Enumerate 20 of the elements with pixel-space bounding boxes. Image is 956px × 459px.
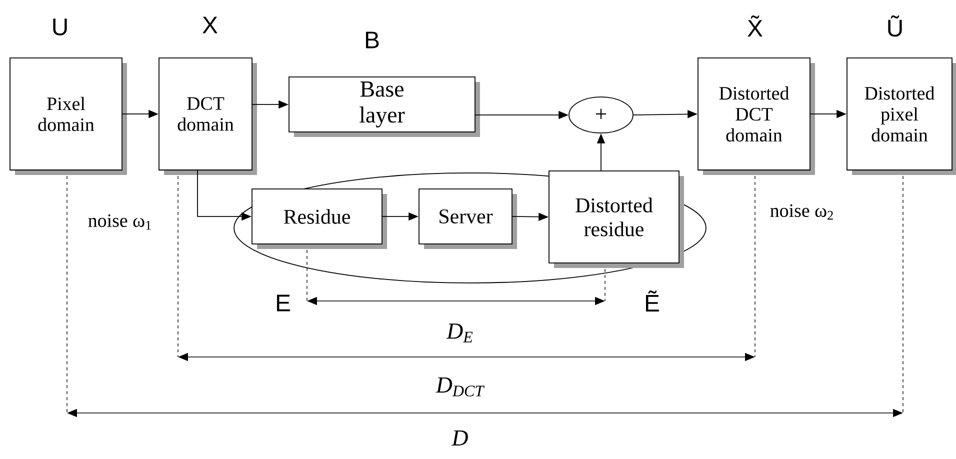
process-box: Pixel domain — [10, 58, 127, 175]
variable-label: Ũ — [888, 15, 902, 37]
process-box: Distorted DCT domain — [698, 58, 815, 175]
process-box: Base layer — [288, 76, 480, 137]
process-box: Residue — [252, 188, 387, 249]
variable-label: Ẽ — [646, 290, 659, 312]
process-box: DCT domain — [158, 58, 257, 175]
noise-label: noise ω$_{1}$ — [88, 214, 151, 230]
process-box: Distorted pixel domain — [846, 58, 956, 175]
dimension-label: D$_{DCT}$ — [436, 378, 485, 396]
variable-label: U — [53, 18, 67, 36]
dimension-label: D$_{E}$ — [446, 324, 473, 342]
process-box: Server — [418, 188, 517, 249]
dimension-label: D — [451, 430, 468, 446]
variable-label: X — [202, 16, 218, 34]
noise-label: noise ω$_{2}$ — [770, 204, 833, 220]
process-box: Distorted residue — [548, 170, 684, 268]
variable-label: X̃ — [748, 15, 762, 37]
variable-label: E — [277, 294, 290, 312]
variable-label: B — [366, 32, 379, 48]
